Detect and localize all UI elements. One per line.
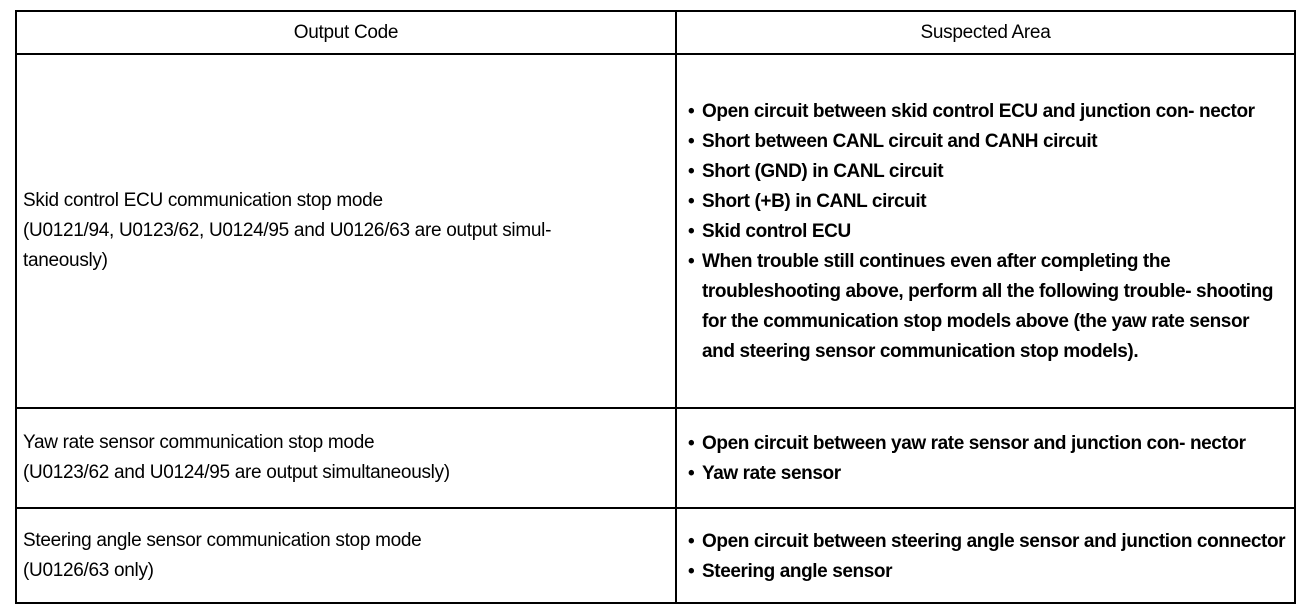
suspected-area-text: Skid control ECU: [702, 221, 851, 242]
output-code-line: (U0123/62 and U0124/95 are output simult…: [23, 462, 450, 483]
output-code-line: taneously): [23, 250, 108, 271]
bullet-icon: •: [688, 101, 695, 122]
output-code-cell: Skid control ECU communication stop mode…: [15, 53, 677, 409]
suspected-area-list: • Open circuit between yaw rate sensor an…: [685, 429, 1286, 489]
bullet-icon: •: [688, 131, 695, 152]
table-row: Skid control ECU communication stop mode…: [15, 53, 1296, 409]
bullet-icon: •: [688, 161, 695, 182]
suspected-area-cell: • Open circuit between skid control ECU a…: [675, 53, 1296, 409]
bullet-icon: •: [688, 191, 695, 212]
output-code-line: (U0121/94, U0123/62, U0124/95 and U0126/…: [23, 220, 552, 241]
header-output-code: Output Code: [15, 10, 677, 55]
suspected-area-item: • Short (+B) in CANL circuit: [685, 187, 1286, 217]
bullet-icon: •: [688, 221, 695, 242]
bullet-icon: •: [688, 463, 695, 484]
suspected-area-item: • Steering angle sensor: [685, 557, 1286, 587]
output-code-cell: Steering angle sensor communication stop…: [15, 507, 677, 604]
table-row: Steering angle sensor communication stop…: [15, 507, 1296, 604]
suspected-area-list: • Open circuit between steering angle sen…: [685, 527, 1286, 587]
suspected-area-cell: • Open circuit between steering angle sen…: [675, 507, 1296, 604]
bullet-icon: •: [688, 251, 695, 272]
output-code-line: Yaw rate sensor communication stop mode: [23, 432, 375, 453]
suspected-area-text: When trouble still continues even after …: [702, 251, 1274, 362]
suspected-area-item: • Short between CANL circuit and CANH cir…: [685, 127, 1286, 157]
suspected-area-text: Steering angle sensor: [702, 560, 893, 582]
suspected-area-text: Open circuit between yaw rate sensor and…: [702, 433, 1246, 454]
suspected-area-text: Open circuit between steering angle sens…: [702, 530, 1286, 552]
suspected-area-item: • Open circuit between steering angle sen…: [685, 527, 1286, 557]
dtc-table: Output Code Suspected Area Skid control …: [15, 10, 1296, 604]
output-code-line: (U0126/63 only): [23, 559, 154, 581]
header-row: Output Code Suspected Area: [15, 10, 1296, 55]
suspected-area-item: • Yaw rate sensor: [685, 459, 1286, 489]
suspected-area-text: Yaw rate sensor: [702, 463, 841, 484]
suspected-area-item: • Open circuit between skid control ECU a…: [685, 97, 1286, 127]
output-code-cell: Yaw rate sensor communication stop mode …: [15, 407, 677, 509]
suspected-area-text: Short (+B) in CANL circuit: [702, 191, 927, 212]
bullet-icon: •: [688, 530, 695, 552]
bullet-icon: •: [688, 560, 695, 582]
suspected-area-text: Open circuit between skid control ECU an…: [702, 101, 1255, 122]
suspected-area-item: • Short (GND) in CANL circuit: [685, 157, 1286, 187]
suspected-area-text: Short (GND) in CANL circuit: [702, 161, 944, 182]
bullet-icon: •: [688, 433, 695, 454]
suspected-area-cell: • Open circuit between yaw rate sensor an…: [675, 407, 1296, 509]
suspected-area-list: • Open circuit between skid control ECU a…: [685, 97, 1286, 367]
header-suspected-area: Suspected Area: [675, 10, 1296, 55]
suspected-area-item: • When trouble still continues even after…: [685, 247, 1286, 367]
suspected-area-item: • Open circuit between yaw rate sensor an…: [685, 429, 1286, 459]
suspected-area-item: • Skid control ECU: [685, 217, 1286, 247]
table-row: Yaw rate sensor communication stop mode …: [15, 407, 1296, 509]
suspected-area-text: Short between CANL circuit and CANH circ…: [702, 131, 1098, 152]
output-code-line: Steering angle sensor communication stop…: [23, 529, 422, 551]
output-code-line: Skid control ECU communication stop mode: [23, 190, 383, 211]
